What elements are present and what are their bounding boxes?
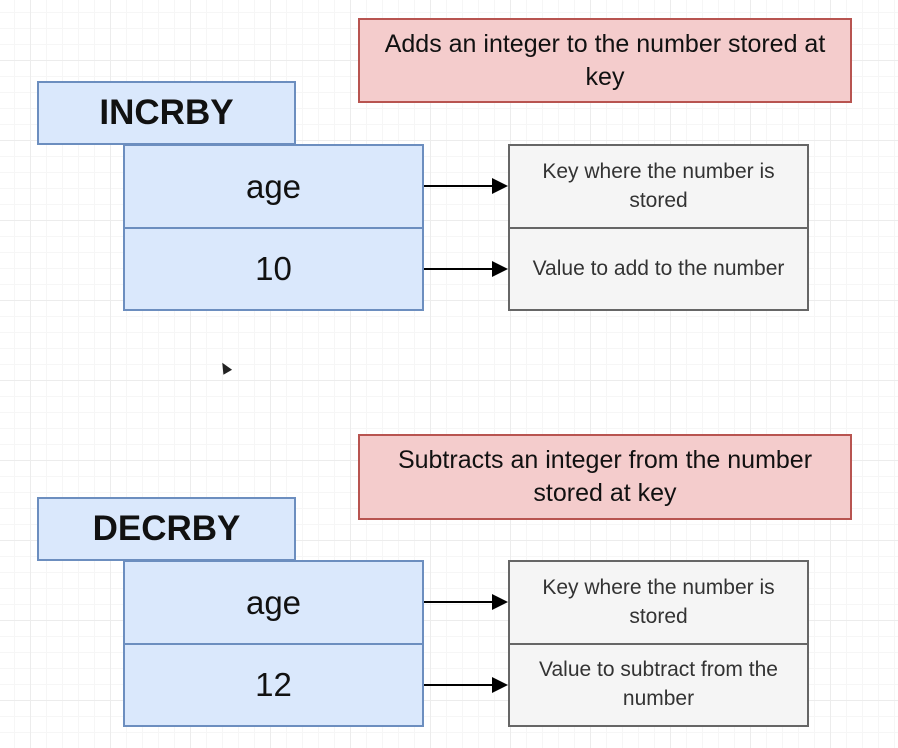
incrby-key-description: Key where the number is stored [508, 144, 809, 229]
incrby-key-description-text: Key where the number is stored [542, 159, 775, 212]
decrby-command-label: DECRBY [92, 509, 241, 548]
incrby-command-box: INCRBY [37, 81, 296, 145]
decrby-key-description-text: Key where the number is stored [542, 575, 775, 628]
incrby-value-arg-box: 10 [123, 227, 424, 311]
decrby-value-description: Value to subtract from the number [508, 643, 809, 727]
incrby-note-text: Adds an integer to the number stored at … [384, 29, 826, 91]
decrby-note: Subtracts an integer from the number sto… [358, 434, 852, 520]
mouse-pointer-icon [217, 360, 233, 375]
incrby-value-description: Value to add to the number [508, 227, 809, 311]
incrby-note: Adds an integer to the number stored at … [358, 18, 852, 103]
decrby-value-description-text: Value to subtract from the number [539, 658, 778, 710]
incrby-key-arg-box: age [123, 144, 424, 229]
decrby-value-arg-label: 12 [255, 666, 292, 703]
decrby-value-arrow [424, 677, 508, 693]
incrby-value-description-text: Value to add to the number [532, 256, 785, 280]
incrby-key-arrow [424, 178, 508, 194]
decrby-note-text: Subtracts an integer from the number sto… [397, 446, 813, 507]
incrby-key-arg-label: age [245, 167, 302, 205]
decrby-key-description: Key where the number is stored [508, 560, 809, 645]
decrby-value-arg-box: 12 [123, 643, 424, 727]
decrby-key-arrow [424, 594, 508, 610]
decrby-key-arg-box: age [123, 560, 424, 645]
decrby-key-arg-label: age [245, 583, 302, 621]
decrby-command-box: DECRBY [37, 497, 296, 561]
incrby-command-label: INCRBY [99, 93, 234, 132]
incrby-value-arrow [424, 261, 508, 277]
incrby-value-arg-label: 10 [255, 250, 292, 287]
